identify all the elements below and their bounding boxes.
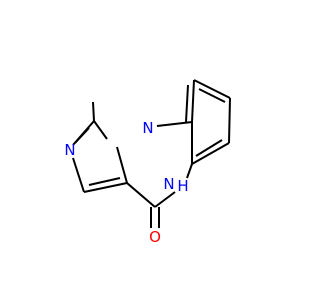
bond-benz-3 — [228, 97, 231, 144]
bond-benz-1 — [191, 79, 195, 123]
bond-n-imidazole-ch — [72, 157, 85, 193]
atom-n-imidazole: N — [64, 141, 75, 159]
bond-benz-4-inner — [195, 139, 223, 157]
bond-carbonyl-nh — [154, 191, 176, 208]
bond-benz-1-inner — [185, 84, 189, 123]
bond-nh-c4a — [186, 163, 193, 179]
atom-nh-h: H — [177, 177, 188, 195]
atom-carbonyl-o: O — [149, 228, 161, 246]
bond-methyl — [92, 101, 95, 122]
atom-n-fused: N — [142, 119, 153, 137]
bond-c1-n-fused — [93, 120, 108, 140]
bond-c1-n-imidazole-inner — [74, 127, 90, 144]
atom-labels: N N N H O — [64, 119, 188, 246]
bond-c8a-n-fused — [156, 121, 193, 127]
bond-c3a-carbonyl — [126, 182, 156, 208]
bond-benz-2-inner — [198, 88, 226, 103]
bond-benz-2 — [193, 79, 231, 99]
molecule-structure: N N N H O — [64, 79, 231, 246]
bonds — [72, 79, 231, 228]
bond-ch-c3a-inner — [88, 177, 121, 186]
bond-c3a-n-fused — [116, 146, 128, 184]
bond-ch-c3a — [83, 182, 128, 193]
atom-nh-n: N — [163, 175, 174, 193]
bond-benz-4 — [191, 142, 230, 165]
